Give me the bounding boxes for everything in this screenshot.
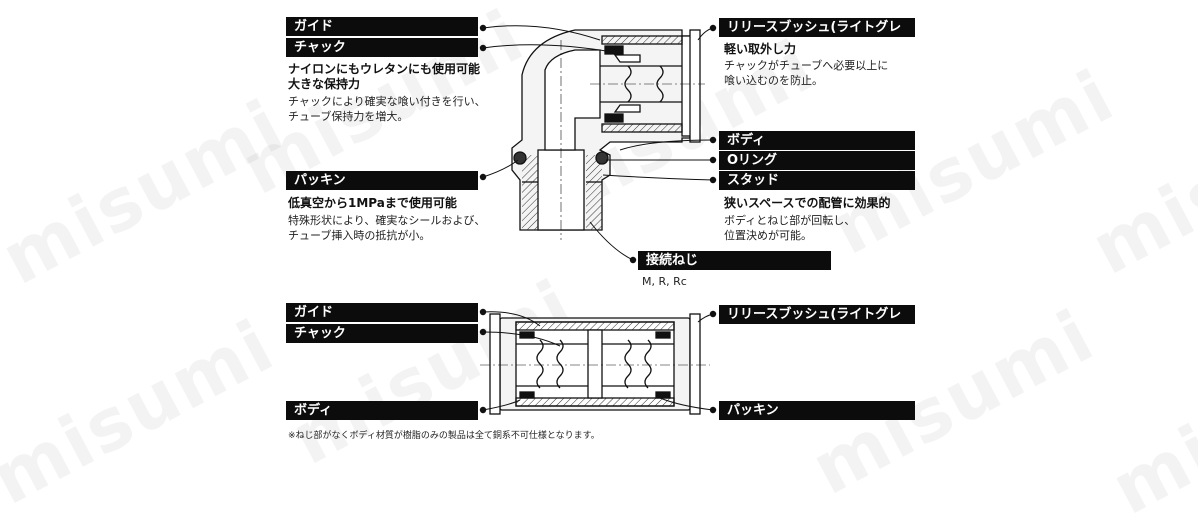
label-release-bushing-top: リリースブッシュ(ライトグレー) (719, 18, 915, 54)
packing-desc-1: 特殊形状により、確実なシールおよび、 (288, 214, 486, 227)
stud-desc-1: ボディとねじ部が回転し、 (724, 214, 856, 227)
release-desc-1: チャックがチューブへ必要以上に (724, 59, 889, 72)
thread-types: M, R, Rc (642, 275, 687, 288)
footnote: ※ねじ部がなくボディ材質が樹脂のみの製品は全て銅系不可仕様となります。 (288, 431, 600, 441)
leader-dots (479, 24, 717, 414)
label-chuck-bottom: チャック (286, 324, 478, 343)
elbow-fitting-drawing (511, 29, 701, 231)
chuck-heading-2: 大きな保持力 (288, 77, 361, 91)
packing-heading: 低真空から1MPaまで使用可能 (288, 196, 457, 210)
packing-desc-2: チューブ挿入時の抵抗が小。 (288, 229, 431, 242)
label-stud-top: スタッド (719, 171, 915, 190)
release-heading: 軽い取外し力 (724, 42, 797, 56)
label-packing-top: パッキン (286, 171, 478, 190)
release-desc-2: 喰い込むのを防止。 (724, 74, 823, 87)
label-release-bushing-bottom: リリースブッシュ(ライトグレー) (719, 305, 915, 341)
label-oring-top: Oリング (719, 151, 915, 170)
stud-heading: 狭いスペースでの配管に効果的 (724, 196, 891, 210)
label-guide-bottom: ガイド (286, 303, 478, 322)
label-body-bottom: ボディ (286, 401, 478, 420)
label-thread-top: 接続ねじ (638, 251, 831, 270)
chuck-heading-1: ナイロンにもウレタンにも使用可能 (288, 62, 481, 76)
stud-desc-2: 位置決めが可能。 (724, 229, 812, 242)
label-body-top: ボディ (719, 131, 915, 150)
label-guide-top: ガイド (286, 17, 478, 36)
chuck-desc-2: チューブ保持力を増大。 (288, 110, 409, 123)
union-fitting-drawing (489, 313, 701, 415)
label-chuck-top: チャック (286, 38, 478, 57)
leader-lines (482, 25, 714, 411)
chuck-desc-1: チャックにより確実な喰い付きを行い、 (288, 95, 486, 108)
fitting-diagrams (479, 24, 717, 415)
label-packing-bottom: パッキン (719, 401, 915, 420)
